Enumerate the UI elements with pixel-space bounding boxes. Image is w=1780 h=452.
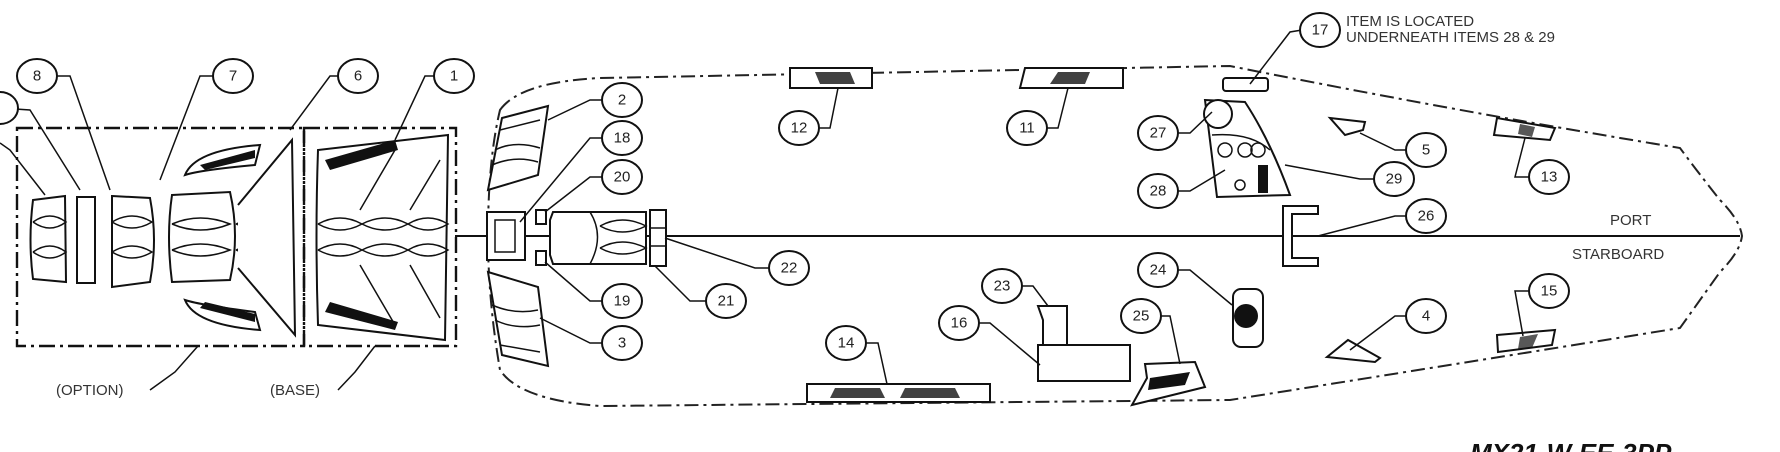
callout-20: 20 [601,159,643,195]
callout-15: 15 [1528,273,1570,309]
callout-17: 17 [1299,12,1341,48]
callout-26: 26 [1405,198,1447,234]
callout-3: 3 [601,325,643,361]
svg-text:29: 29 [1386,171,1403,188]
svg-text:1: 1 [450,68,458,85]
callout-1: 1 [433,58,475,94]
callout-14: 14 [825,325,867,361]
callout-29: 29 [1373,161,1415,197]
svg-text:8: 8 [33,68,41,85]
callout-11: 11 [1006,110,1048,146]
svg-text:4: 4 [1422,308,1430,325]
svg-text:20: 20 [614,169,631,186]
note-line-1: ITEM IS LOCATED [1346,13,1474,30]
svg-text:26: 26 [1418,208,1435,225]
callout-2: 2 [601,82,643,118]
console-items [1203,77,1319,267]
svg-text:14: 14 [838,335,855,352]
figure-id: MX21-W-EE-3PP [1470,438,1672,452]
callout-23: 23 [981,268,1023,304]
callout-18: 18 [601,120,643,156]
leader-lines [0,29,1531,391]
svg-text:12: 12 [791,120,808,137]
svg-text:15: 15 [1541,283,1558,300]
callout-6: 6 [337,58,379,94]
callout-19: 19 [601,283,643,319]
option-group-box [15,126,306,348]
svg-text:2: 2 [618,92,626,109]
svg-text:25: 25 [1133,308,1150,325]
callout-22: 22 [768,250,810,286]
option-label: (OPTION) [56,382,124,399]
misc-items [1036,116,1557,407]
side-items [789,67,1124,403]
callout-25: 25 [1120,298,1162,334]
callout-8: 8 [16,58,58,94]
callout-24: 24 [1137,252,1179,288]
callout-27: 27 [1137,115,1179,151]
base-group-box [302,126,458,348]
callout-16: 16 [938,305,980,341]
svg-text:11: 11 [1019,120,1035,137]
stern-items [486,104,550,368]
svg-text:18: 18 [614,130,631,147]
svg-text:21: 21 [718,293,735,310]
callout-4: 4 [1405,298,1447,334]
base-label: (BASE) [270,382,320,399]
note-line-2: UNDERNEATH ITEMS 28 & 29 [1346,29,1555,46]
svg-text:28: 28 [1150,183,1167,200]
svg-text:19: 19 [614,293,631,310]
callout-7: 7 [212,58,254,94]
svg-text:22: 22 [781,260,798,277]
svg-text:3: 3 [618,335,626,352]
svg-text:27: 27 [1150,125,1167,142]
svg-text:23: 23 [994,278,1011,295]
callout-21: 21 [705,283,747,319]
svg-text:17: 17 [1312,22,1329,39]
port-label: PORT [1610,212,1651,229]
callout-13: 13 [1528,159,1570,195]
callout-12: 12 [778,110,820,146]
svg-text:13: 13 [1541,169,1558,186]
svg-text:6: 6 [354,68,362,85]
svg-text:5: 5 [1422,142,1430,159]
platform-items [549,209,667,267]
svg-text:24: 24 [1150,262,1167,279]
hull-outline [486,64,1744,408]
seat-base [315,133,450,342]
seat-pieces-option [29,137,297,338]
callout-partial [0,91,19,125]
starboard-label: STARBOARD [1572,246,1664,263]
callout-28: 28 [1137,173,1179,209]
svg-text:7: 7 [229,68,237,85]
svg-text:16: 16 [951,315,968,332]
callout-5: 5 [1405,132,1447,168]
